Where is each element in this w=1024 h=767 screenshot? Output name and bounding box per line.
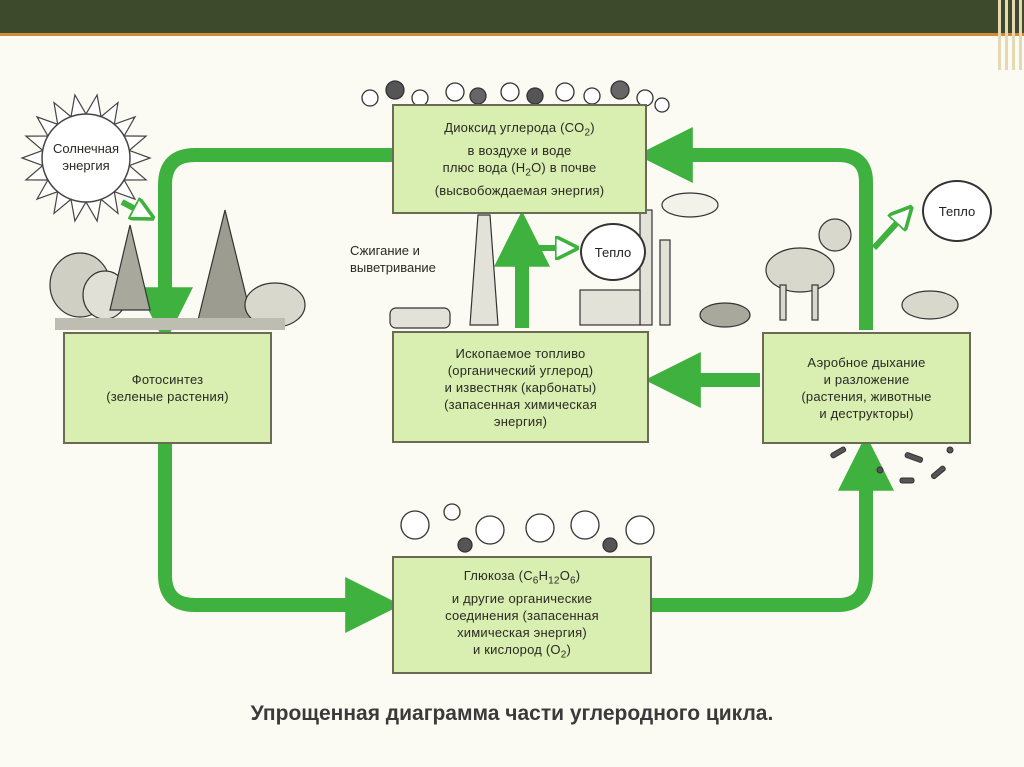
glucose-box: Глюкоза (C6H12O6) и другие органические …	[392, 556, 652, 674]
heat-circle-aerobic: Тепло	[922, 180, 992, 242]
heat-circle-fossil: Тепло	[580, 223, 646, 281]
aerobic-respiration-box: Аэробное дыхание и разложение (растения,…	[762, 332, 971, 444]
arrow-glucose-to-aerobic	[652, 460, 866, 605]
aerobic-line-3: (растения, животные	[801, 388, 931, 405]
glucose-molecules-icon	[401, 504, 654, 552]
fossil-line-1: Ископаемое топливо	[456, 345, 586, 362]
co2-line-3: плюс вода (H2O) в почве	[443, 159, 597, 182]
glucose-line-5: и кислород (O2)	[473, 641, 571, 664]
glucose-line-1: Глюкоза (C6H12O6)	[464, 567, 581, 590]
photosynthesis-line-1: Фотосинтез	[132, 371, 204, 388]
glucose-line-4: химическая энергия)	[457, 624, 587, 641]
aerobic-line-2: и разложение	[824, 371, 910, 388]
co2-box: Диоксид углерода (CO2) в воздухе и воде …	[392, 104, 647, 214]
co2-line-1: Диоксид углерода (CO2)	[444, 119, 595, 142]
co2-line-2: в воздухе и воде	[468, 142, 572, 159]
glucose-line-3: соединения (запасенная	[445, 607, 599, 624]
photosynthesis-box: Фотосинтез (зеленые растения)	[63, 332, 272, 444]
fossil-fuel-box: Ископаемое топливо (органический углерод…	[392, 331, 649, 443]
photosynthesis-line-2: (зеленые растения)	[106, 388, 229, 405]
arrow-aerobic-heat	[874, 214, 905, 248]
fossil-line-5: энергия)	[494, 413, 547, 430]
arrow-photosynthesis-to-glucose	[165, 442, 376, 605]
decomposers-icon	[830, 446, 953, 483]
aerobic-line-4: и деструкторы)	[819, 405, 913, 422]
diagram-caption: Упрощенная диаграмма части углеродного ц…	[0, 702, 1024, 726]
fossil-line-4: (запасенная химическая	[444, 396, 597, 413]
arrow-sun-energy	[122, 202, 145, 214]
trees-illustration	[50, 210, 305, 330]
aerobic-line-1: Аэробное дыхание	[807, 354, 925, 371]
fossil-line-2: (органический углерод)	[448, 362, 594, 379]
fossil-line-3: и известняк (карбонаты)	[445, 379, 597, 396]
animals-illustration	[700, 219, 958, 327]
co2-line-4: (высвобождаемая энергия)	[435, 182, 605, 199]
glucose-line-2: и другие органические	[452, 590, 592, 607]
